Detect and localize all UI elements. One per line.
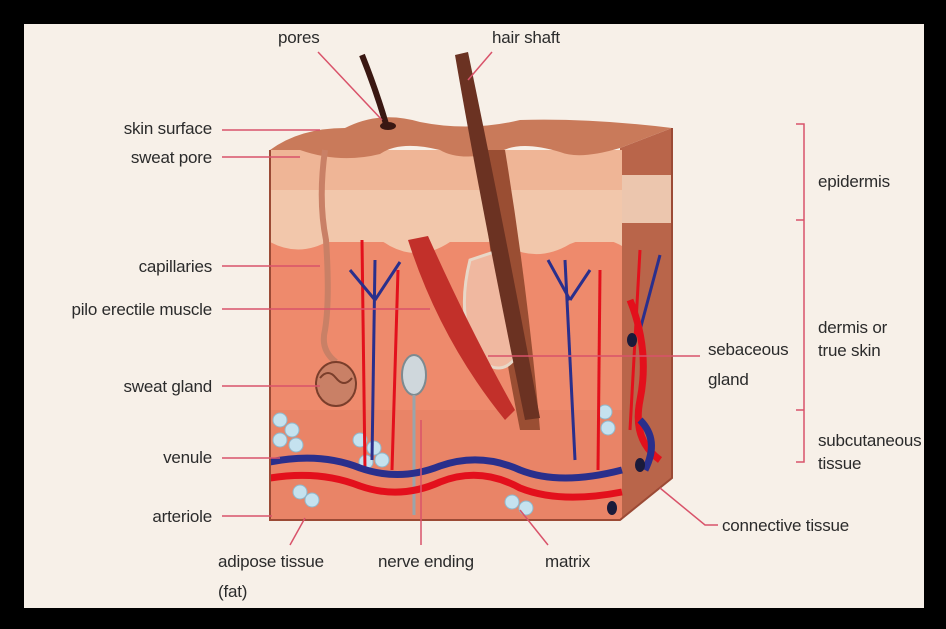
label-epidermis: epidermis bbox=[818, 172, 890, 192]
label-dermis-or: dermis or bbox=[818, 318, 887, 338]
label-pores: pores bbox=[278, 28, 320, 48]
label-hair-shaft: hair shaft bbox=[492, 28, 560, 48]
label-sweat-gland: sweat gland bbox=[60, 377, 212, 397]
label-skin-surface: skin surface bbox=[60, 119, 212, 139]
label-capillaries: capillaries bbox=[60, 257, 212, 277]
nerve-ending-corpuscle bbox=[402, 355, 426, 395]
label-adipose-fat: (fat) bbox=[218, 582, 247, 602]
label-arteriole: arteriole bbox=[60, 507, 212, 527]
label-true-skin: true skin bbox=[818, 341, 880, 361]
label-nerve-ending: nerve ending bbox=[378, 552, 474, 572]
sweat-gland-coil bbox=[316, 362, 356, 406]
label-gland: gland bbox=[708, 370, 749, 390]
label-matrix: matrix bbox=[545, 552, 590, 572]
pore-opening bbox=[380, 122, 396, 130]
label-venule: venule bbox=[60, 448, 212, 468]
side-epidermis bbox=[620, 175, 672, 223]
pore-hair bbox=[362, 55, 386, 124]
label-sweat-pore: sweat pore bbox=[60, 148, 212, 168]
label-tissue: tissue bbox=[818, 454, 861, 474]
label-sebaceous: sebaceous bbox=[708, 340, 788, 360]
label-pilo-erectile-muscle: pilo erectile muscle bbox=[40, 300, 212, 320]
label-subcutaneous: subcutaneous bbox=[818, 431, 922, 451]
label-connective-tissue: connective tissue bbox=[722, 516, 849, 536]
label-adipose-tissue: adipose tissue bbox=[218, 552, 324, 572]
